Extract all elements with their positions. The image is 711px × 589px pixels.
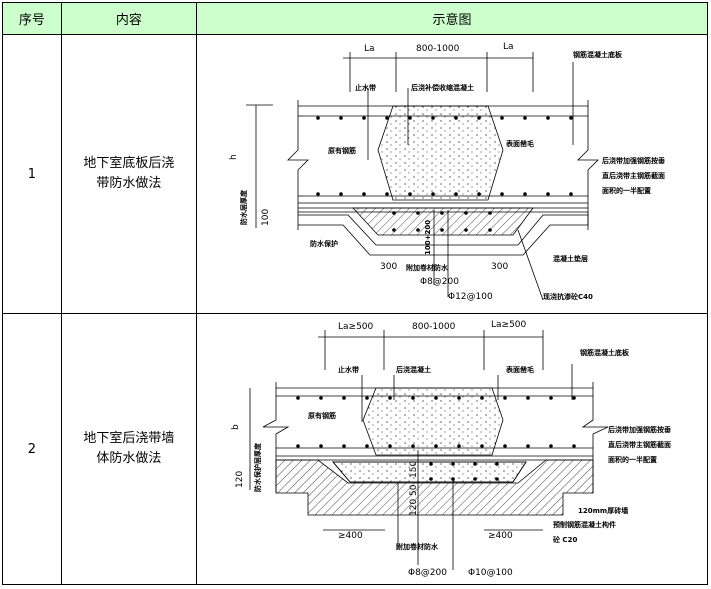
- label-add-membrane: 附加卷材防水: [406, 263, 449, 272]
- diagram-wall-post-pour: La≥500 800-1000 La≥500 ≥400 ≥400 120 150…: [231, 320, 671, 578]
- label-water-stop: 止水带: [338, 365, 359, 374]
- dim-100: 100: [261, 209, 271, 226]
- label-wp-layer: 防水层厚度: [239, 189, 248, 225]
- label-rebar-1: Φ8@200: [420, 277, 459, 287]
- table-row: 2 地下室后浇带墙体防水做法 La≥500 800-1000 La≥500 ≥4…: [2, 313, 708, 585]
- label-post-concrete: 后浇补偿收缩混凝土: [411, 83, 474, 92]
- row-content-text: 地下室后浇带墙体防水做法: [83, 431, 175, 466]
- row-content: 地下室底板后浇带防水做法: [60, 34, 198, 314]
- header-content: 内容: [60, 2, 198, 35]
- dim-la-left: La≥500: [338, 322, 374, 332]
- label-add-rebar-2: 直后浇带主钢筋截面: [608, 440, 671, 449]
- table-row: 1 地下室底板后浇带防水做法 La 800-1000 La 300 300 10…: [2, 34, 708, 314]
- row-content-text: 地下室底板后浇带防水做法: [83, 156, 175, 191]
- dim-la-right: La≥500: [491, 320, 527, 330]
- label-brick-wall: 120mm厚砖墙: [578, 506, 628, 515]
- diagram-cell: La 800-1000 La 300 300 100 h 止水带 后浇补偿收缩混…: [196, 34, 708, 314]
- header-diagram: 示意图: [196, 2, 708, 35]
- dim-la-left: La: [364, 44, 375, 54]
- label-roughen: 表面凿毛: [505, 365, 534, 374]
- label-add-rebar-1: 后浇带加强钢筋按垂: [602, 156, 665, 165]
- dim-band-width: 800-1000: [416, 44, 460, 54]
- label-water-stop: 止水带: [355, 83, 376, 92]
- label-post-concrete: 后浇混凝土: [396, 365, 431, 374]
- row-number: 1: [2, 34, 62, 314]
- label-add-rebar-3: 面积的一半配置: [608, 455, 657, 464]
- label-original-rebar: 原有钢筋: [308, 411, 336, 420]
- label-slab: 钢筋混凝土底板: [573, 50, 623, 59]
- label-depth: 100+200: [424, 220, 432, 255]
- dim-400-right: ≥400: [488, 531, 513, 541]
- dim-120-left: 120: [235, 471, 245, 488]
- label-rebar-1: Φ8@200: [408, 568, 447, 578]
- label-add-membrane: 附加卷材防水: [396, 542, 439, 551]
- label-c40: 现浇抗渗砼C40: [543, 292, 593, 301]
- label-rebar-2: Φ10@100: [468, 568, 513, 578]
- dim-h: h: [229, 154, 239, 160]
- label-rebar-2: Φ12@100: [448, 292, 493, 302]
- label-wp-protect: 防水保护: [310, 239, 338, 248]
- diagram-cell: La≥500 800-1000 La≥500 ≥400 ≥400 120 150…: [196, 313, 708, 585]
- dim-50: 50: [409, 484, 419, 496]
- label-wp-layer: 防水保护层厚度: [253, 442, 262, 492]
- dim-300-left: 300: [380, 262, 397, 272]
- dim-band-width: 800-1000: [412, 322, 456, 332]
- dim-b: b: [231, 424, 241, 430]
- label-add-rebar-1: 后浇带加强钢筋按垂: [608, 425, 671, 434]
- diagram-floor-slab-post-pour: La 800-1000 La 300 300 100 h 止水带 后浇补偿收缩混…: [229, 42, 665, 302]
- label-precast: 预制钢筋混凝土构件: [553, 520, 616, 529]
- label-bed: 混凝土垫层: [553, 254, 588, 263]
- label-slab: 钢筋混凝土底板: [580, 348, 630, 357]
- header-no: 序号: [2, 2, 62, 35]
- dim-400-left: ≥400: [338, 531, 363, 541]
- label-add-rebar-2: 直后浇带主钢筋截面: [602, 171, 665, 180]
- header-row: 序号 内容 示意图: [2, 2, 708, 35]
- dim-la-right: La: [503, 42, 514, 52]
- row-content: 地下室后浇带墙体防水做法: [60, 313, 198, 585]
- label-original-rebar: 原有钢筋: [328, 146, 356, 155]
- dim-300-right: 300: [491, 262, 508, 272]
- label-roughen: 表面凿毛: [505, 139, 534, 148]
- label-add-rebar-3: 面积的一半配置: [602, 186, 651, 195]
- dim-120: 120: [409, 499, 419, 516]
- label-c20: 砼 C20: [553, 535, 577, 544]
- dim-150: 150: [409, 461, 419, 478]
- row-number: 2: [2, 313, 62, 585]
